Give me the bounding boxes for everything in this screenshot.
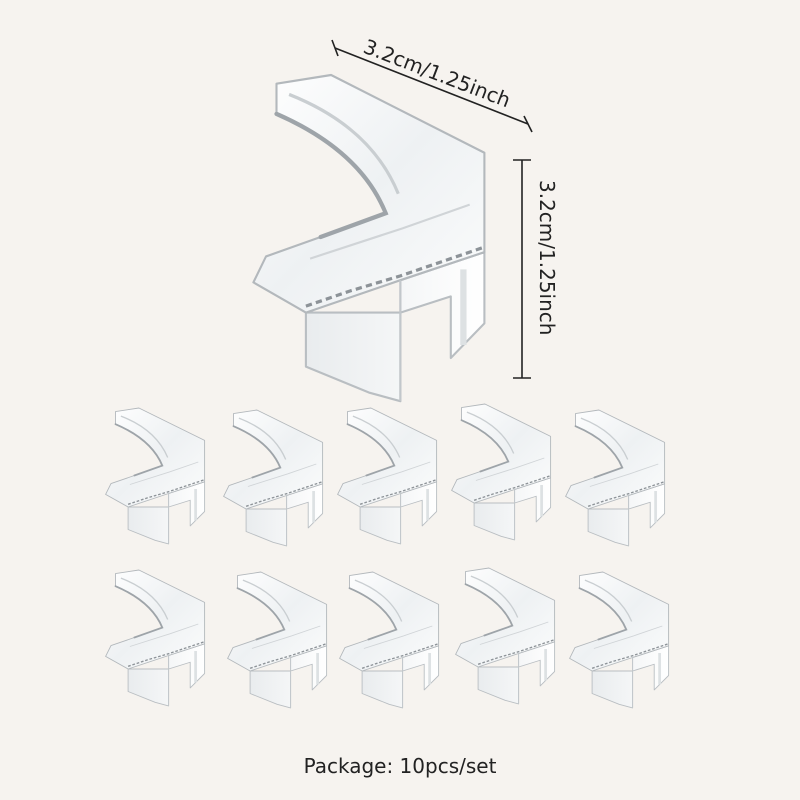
small-corner-protector bbox=[226, 570, 328, 710]
small-corner-protector bbox=[450, 402, 552, 542]
small-corner-protector bbox=[222, 408, 324, 548]
height-label: 3.2cm/1.25inch bbox=[535, 180, 559, 335]
small-corner-protector bbox=[104, 568, 206, 708]
small-corner-protector bbox=[564, 408, 666, 548]
corner-row-1 bbox=[104, 402, 666, 548]
height-dimension-line bbox=[513, 159, 531, 379]
corner-row-2 bbox=[104, 566, 670, 710]
small-corner-protector bbox=[104, 406, 206, 546]
main-corner-protector bbox=[253, 75, 484, 401]
small-corner-protector bbox=[454, 566, 556, 706]
package-label: Package: 10pcs/set bbox=[303, 754, 497, 778]
small-corner-protector bbox=[568, 570, 670, 710]
small-corner-protector bbox=[338, 570, 440, 710]
width-dimension-line bbox=[331, 39, 533, 133]
small-corner-protector bbox=[336, 406, 438, 546]
